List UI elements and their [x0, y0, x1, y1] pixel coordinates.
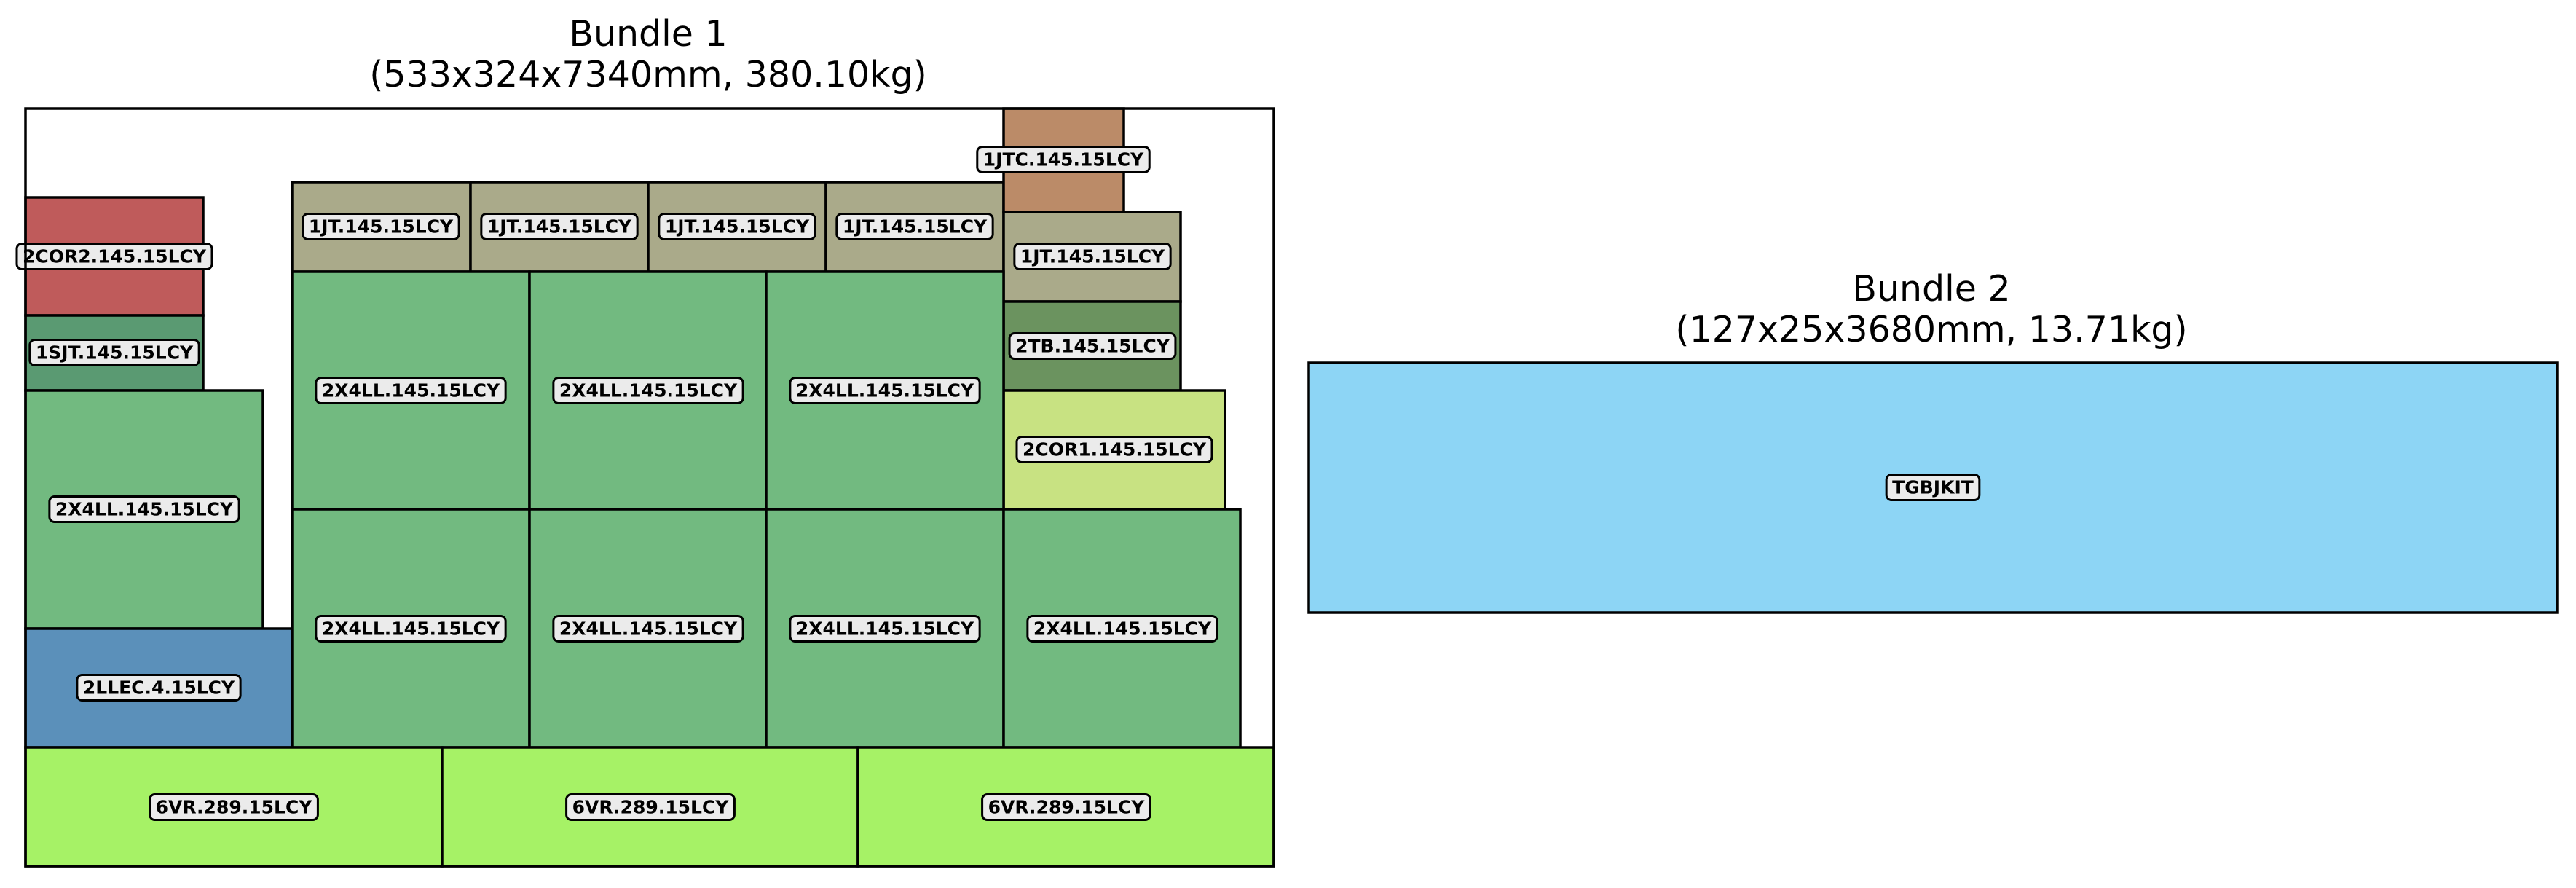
bundle-1-items: 2COR2.145.15LCY 1SJT.145.15LCY 2X4LL.145.1… — [15, 107, 1275, 868]
bundle-1-title: Bundle 1 — [569, 13, 727, 55]
item-6vr-289-15lcy: 6VR.289.15LCY — [856, 746, 1275, 868]
bundle-1-subtitle: (533x324x7340mm, 380.10kg) — [369, 54, 927, 95]
item-label: 2X4LL.145.15LCY — [796, 618, 974, 640]
bundle-2-subtitle: (127x25x3680mm, 13.71kg) — [1675, 309, 2187, 350]
item-label: 2X4LL.145.15LCY — [322, 380, 500, 401]
item-label: 1JT.145.15LCY — [843, 216, 988, 237]
item-label: 6VR.289.15LCY — [572, 797, 730, 818]
bundle-1: Bundle 1 (533x324x7340mm, 380.10kg) 2COR… — [15, 13, 1275, 868]
item-label: 2X4LL.145.15LCY — [322, 618, 500, 640]
item-1jt-145-15lcy: 1JT.145.15LCY — [469, 181, 650, 273]
item-1sjt-145-15lcy: 1SJT.145.15LCY — [24, 314, 205, 392]
item-2x4ll-145-15lcy: 2X4LL.145.15LCY — [528, 270, 768, 511]
item-label: 1JTC.145.15LCY — [983, 149, 1144, 170]
item-label: 2LLEC.4.15LCY — [83, 677, 235, 699]
item-label: 6VR.289.15LCY — [156, 797, 313, 818]
item-label: 1JT.145.15LCY — [309, 216, 454, 237]
item-label: 2COR2.145.15LCY — [23, 246, 207, 267]
item-label-box — [658, 213, 816, 240]
bundle-1-frame — [24, 107, 1275, 868]
item-label-box — [552, 377, 744, 404]
item-label-box — [302, 213, 460, 240]
item-label-box — [565, 793, 736, 821]
item-label-box — [1885, 474, 1981, 501]
item-2x4ll-145-15lcy: 2X4LL.145.15LCY — [765, 270, 1005, 511]
item-label-box — [976, 146, 1151, 173]
item-label-box — [315, 615, 507, 643]
item-label-box — [28, 339, 200, 366]
item-label-box — [76, 674, 242, 702]
item-2x4ll-145-15lcy: 2X4LL.145.15LCY — [1002, 508, 1242, 749]
item-label-box — [48, 495, 240, 523]
item-6vr-289-15lcy: 6VR.289.15LCY — [24, 746, 444, 868]
item-1jt-145-15lcy: 1JT.145.15LCY — [1002, 211, 1182, 303]
item-2tb-145-15lcy: 2TB.145.15LCY — [1002, 300, 1182, 392]
item-2x4ll-145-15lcy: 2X4LL.145.15LCY — [291, 508, 531, 749]
item-label: TGBJKIT — [1892, 477, 1974, 498]
item-1jt-145-15lcy: 1JT.145.15LCY — [824, 181, 1005, 273]
item-2llec-4-15lcy: 2LLEC.4.15LCY — [24, 627, 294, 749]
item-label-box — [15, 243, 213, 270]
item-label: 2X4LL.145.15LCY — [55, 499, 234, 520]
item-label: 2X4LL.145.15LCY — [796, 380, 974, 401]
item-1jtc-145-15lcy: 1JTC.145.15LCY — [976, 107, 1151, 213]
item-2cor1-145-15lcy: 2COR1.145.15LCY — [1002, 389, 1226, 511]
item-label-box — [789, 615, 981, 643]
item-label: 2X4LL.145.15LCY — [559, 380, 738, 401]
item-2x4ll-145-15lcy: 2X4LL.145.15LCY — [24, 389, 264, 630]
item-label-box — [480, 213, 639, 240]
item-2cor2-145-15lcy: 2COR2.145.15LCY — [15, 196, 213, 317]
item-1jt-145-15lcy: 1JT.145.15LCY — [647, 181, 827, 273]
item-label: 2COR1.145.15LCY — [1023, 439, 1207, 460]
item-label: 6VR.289.15LCY — [988, 797, 1146, 818]
item-1jt-145-15lcy: 1JT.145.15LCY — [291, 181, 472, 273]
item-label-box — [1015, 436, 1213, 463]
item-label-box — [149, 793, 319, 821]
item-2x4ll-145-15lcy: 2X4LL.145.15LCY — [291, 270, 531, 511]
bundle-2-title: Bundle 2 — [1852, 268, 2010, 310]
bundle-2: Bundle 2 (127x25x3680mm, 13.71kg) TGBJKI… — [1307, 268, 2559, 614]
item-2x4ll-145-15lcy: 2X4LL.145.15LCY — [765, 508, 1005, 749]
item-label-box — [981, 793, 1151, 821]
item-label: 2X4LL.145.15LCY — [1033, 618, 1212, 640]
item-6vr-289-15lcy: 6VR.289.15LCY — [441, 746, 859, 868]
item-label: 1SJT.145.15LCY — [36, 342, 194, 364]
bundle-2-items: TGBJKIT — [1307, 361, 2559, 614]
item-label-box — [1008, 332, 1177, 360]
item-label: 1JT.145.15LCY — [1020, 246, 1165, 267]
item-label-box — [315, 377, 507, 404]
item-label-box — [1013, 243, 1172, 270]
item-label: 2X4LL.145.15LCY — [559, 618, 738, 640]
item-label: 1JT.145.15LCY — [487, 216, 632, 237]
item-tgbjkit: TGBJKIT — [1307, 361, 2559, 614]
item-label-box — [1026, 615, 1218, 643]
item-label: 1JT.145.15LCY — [665, 216, 810, 237]
item-label-box — [835, 213, 994, 240]
item-2x4ll-145-15lcy: 2X4LL.145.15LCY — [528, 508, 768, 749]
item-label-box — [789, 377, 981, 404]
item-label: 2TB.145.15LCY — [1015, 336, 1170, 357]
item-label-box — [552, 615, 744, 643]
